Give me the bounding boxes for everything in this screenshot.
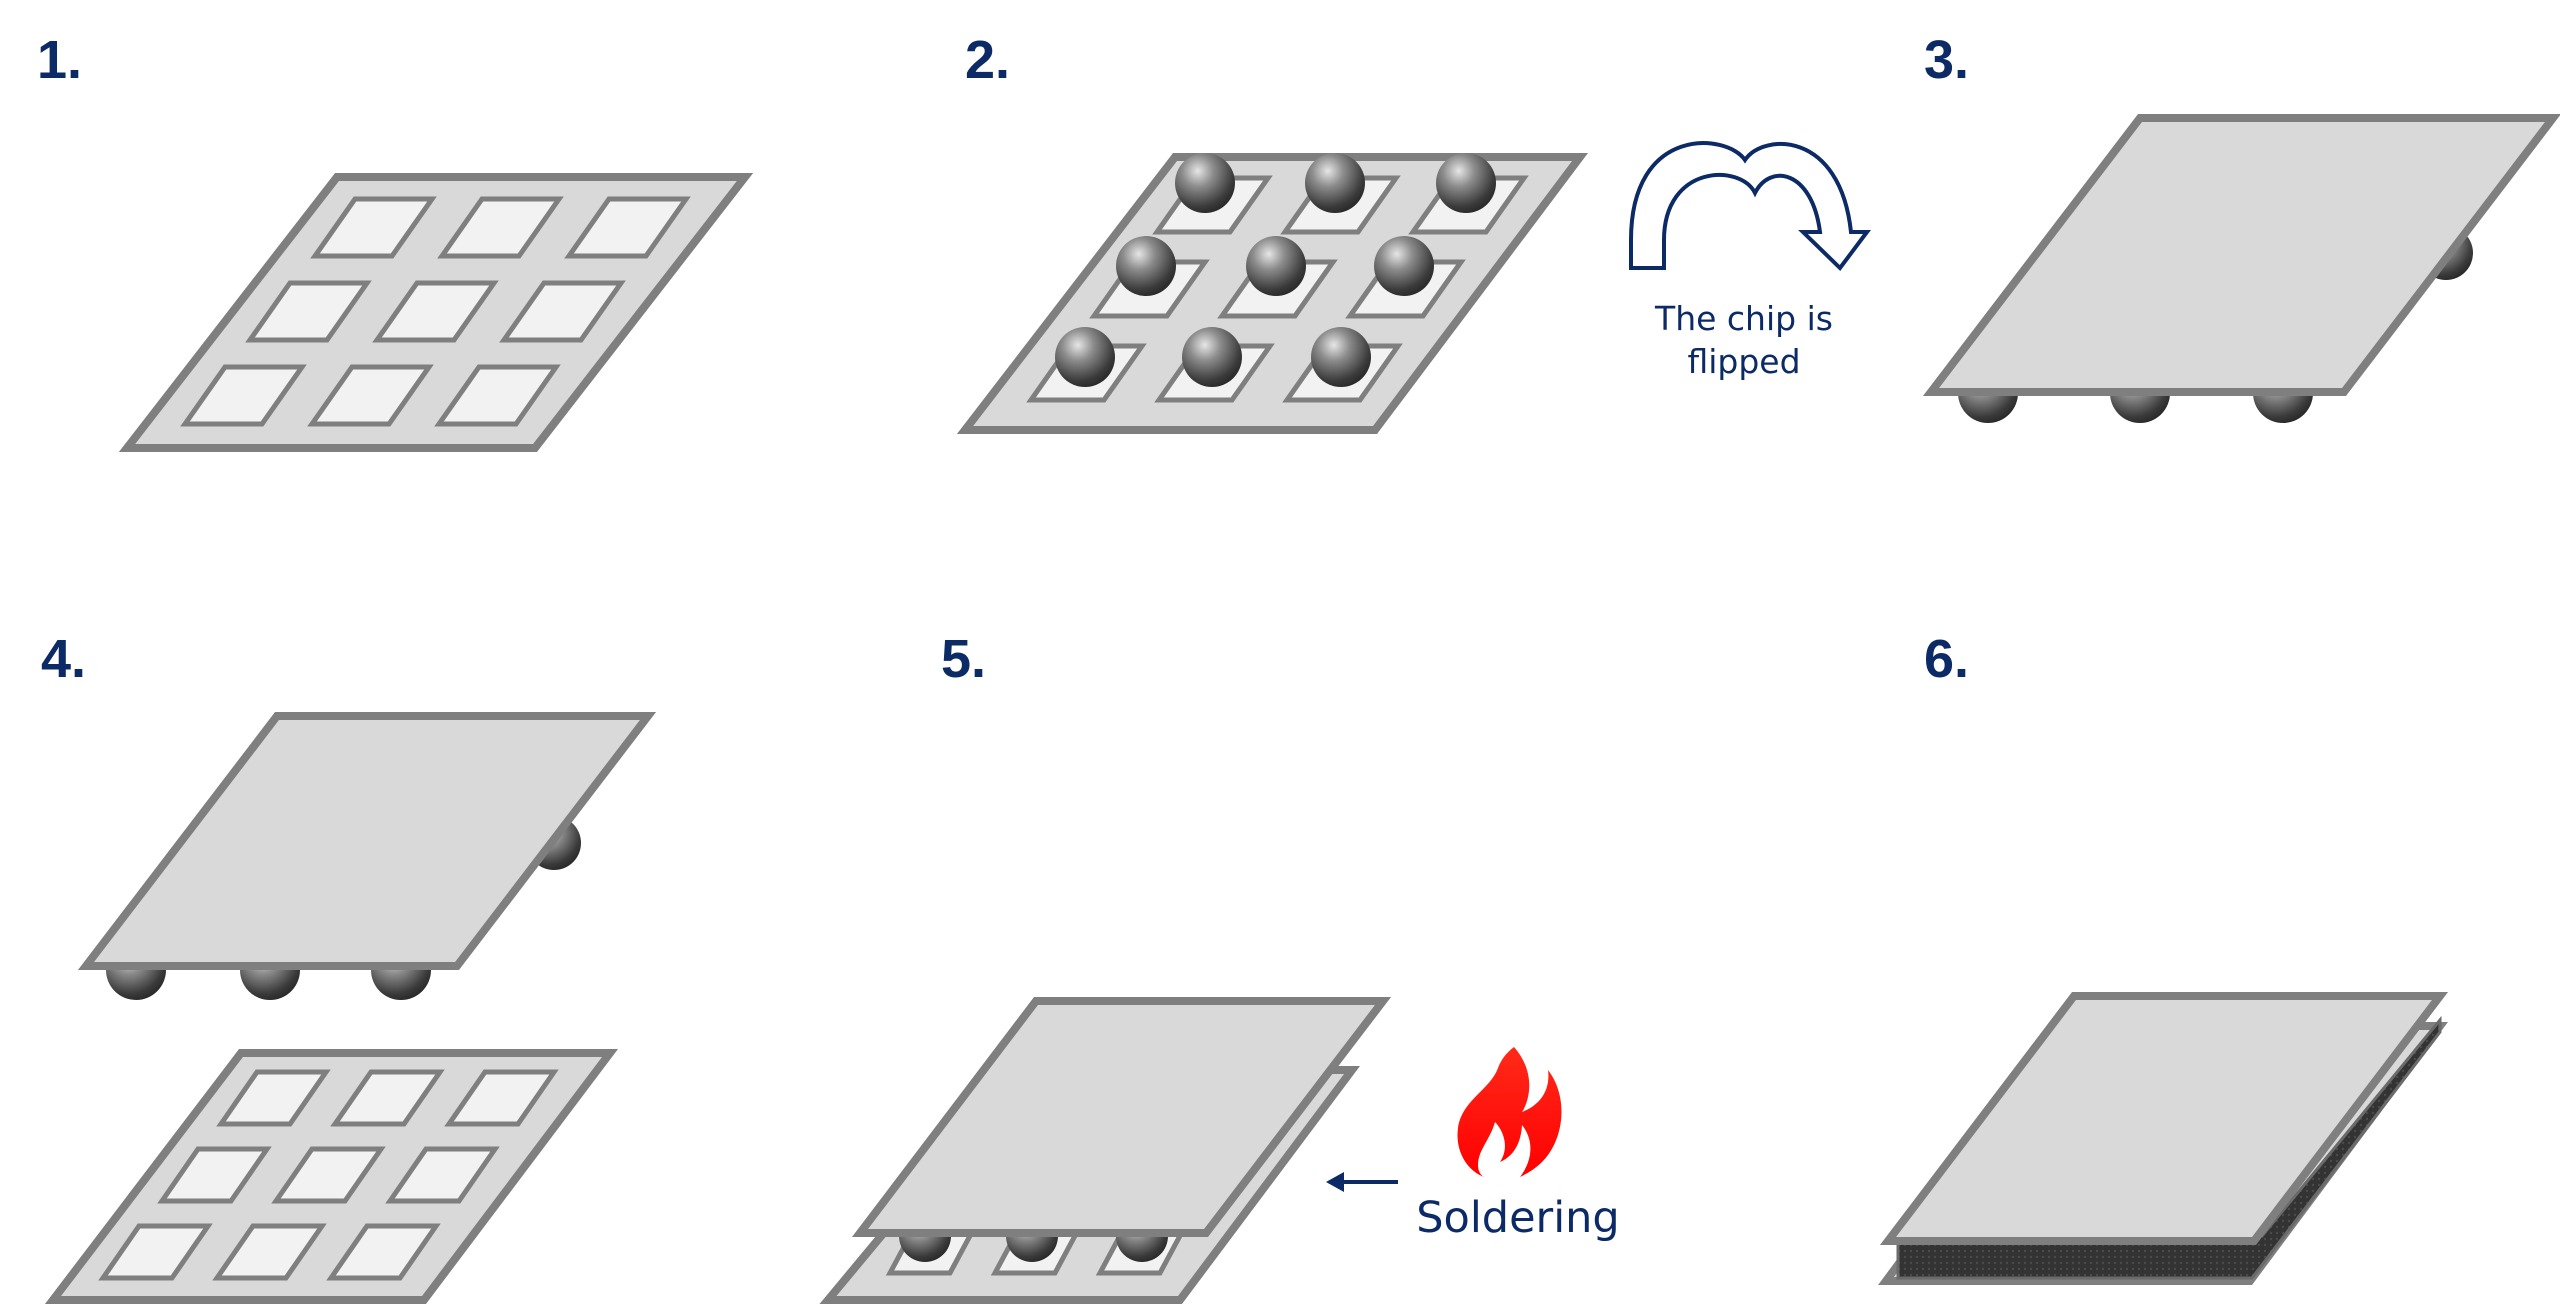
step-2-label: 2.: [965, 30, 1010, 90]
step-6-bonded-chip: [1878, 992, 2449, 1285]
chip-plate: [1879, 992, 2449, 1245]
soldering-label: Soldering: [1416, 1193, 1619, 1243]
step-1-label: 1.: [37, 30, 82, 90]
solder-ball: [1311, 327, 1371, 387]
flame-icon: [1457, 1047, 1562, 1177]
chip-plate: [77, 712, 657, 970]
solder-ball: [1116, 236, 1176, 296]
solder-ball: [1175, 153, 1235, 213]
step-1-substrate: [118, 173, 754, 452]
flip-caption-line1: The chip is: [1654, 299, 1833, 338]
chip-plate: [851, 997, 1392, 1237]
step-4-substrate: [44, 1049, 619, 1304]
substrate-pads: [180, 196, 691, 427]
step-3-label: 3.: [1924, 30, 1969, 90]
step-5-soldering-assembly: [819, 997, 1392, 1304]
solder-ball: [1055, 327, 1115, 387]
step-5-label: 5.: [941, 629, 986, 689]
chip-plate: [1922, 114, 2560, 396]
solder-ball: [1436, 153, 1496, 213]
step-6-label: 6.: [1924, 629, 1969, 689]
solder-balls: [1055, 153, 1496, 387]
solder-ball: [1305, 153, 1365, 213]
step-4-label: 4.: [41, 629, 86, 689]
step-4-chip-aligned: [77, 712, 657, 1000]
curved-flip-arrow-icon: [1629, 141, 1871, 272]
solder-ball: [1374, 236, 1434, 296]
substrate-pads: [98, 1069, 559, 1281]
solder-ball: [1246, 236, 1306, 296]
step-3-flipped-chip: [1922, 114, 2560, 423]
step-2-chip-with-bumps: [956, 153, 1589, 434]
left-arrow-icon: [1326, 1172, 1398, 1192]
solder-ball: [1182, 327, 1242, 387]
flip-caption-line2: flipped: [1687, 342, 1800, 381]
